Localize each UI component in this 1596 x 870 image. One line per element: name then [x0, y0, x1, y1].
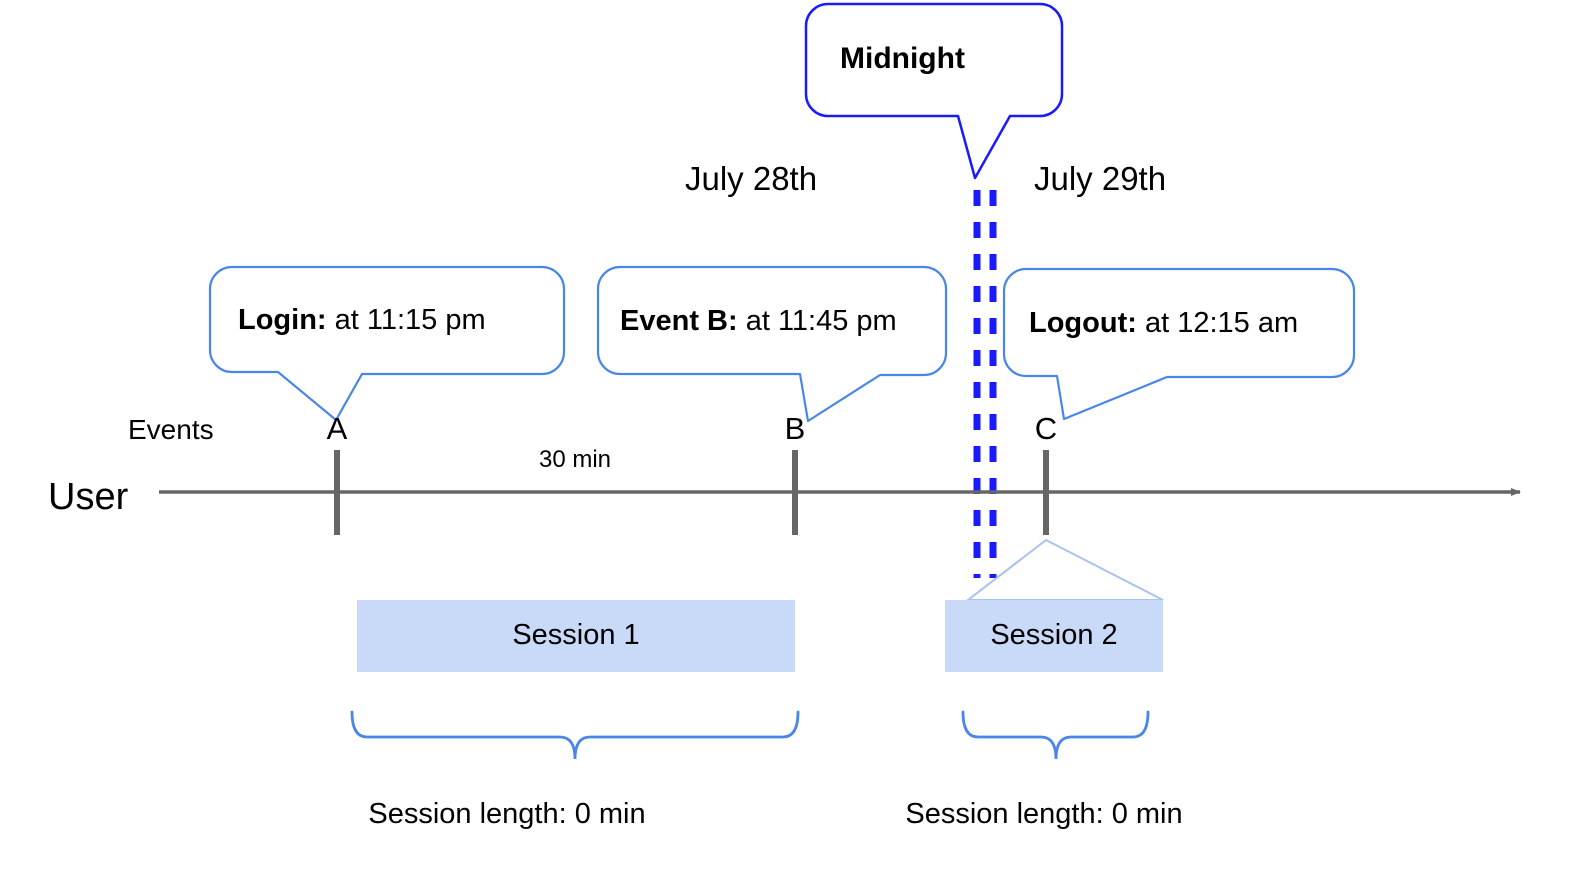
midnight-dashed-lines — [973, 190, 997, 578]
event-tick-marks — [334, 450, 1049, 535]
session2-brace — [961, 710, 1150, 760]
eventb-callout-detail: at 11:45 pm — [737, 305, 897, 337]
date-label-july-28: July 28th — [685, 160, 818, 197]
events-row-label: Events — [128, 414, 214, 445]
logout-callout-label: Logout: at 12:15 am — [1029, 309, 1298, 338]
session-2-length-label: Session length: 0 min — [905, 798, 1183, 830]
event-letter-c: C — [1034, 411, 1058, 446]
logout-callout-detail: at 12:15 am — [1136, 307, 1299, 339]
eventb-callout-bold: Event B: — [620, 305, 738, 337]
gap-duration-label: 30 min — [538, 446, 612, 473]
login-callout-bold: Login: — [238, 304, 327, 336]
eventb-callout-label: Event B: at 11:45 pm — [620, 307, 897, 336]
logout-callout-bold: Logout: — [1029, 307, 1137, 339]
login-callout-label: Login: at 11:15 pm — [238, 306, 486, 335]
login-callout-shape — [208, 265, 566, 422]
session-2-box — [945, 600, 1163, 672]
midnight-callout-shape — [804, 2, 1064, 180]
eventb-callout-shape — [596, 265, 948, 423]
session-2-label: Session 2 — [990, 619, 1118, 651]
session-1-box — [357, 600, 795, 672]
event-letter-b: B — [784, 411, 806, 446]
event-letter-a: A — [326, 411, 348, 446]
logout-callout-shape — [1002, 267, 1356, 421]
session2-connector — [965, 538, 1164, 601]
session-1-length-label: Session length: 0 min — [368, 798, 646, 830]
user-row-label: User — [48, 476, 129, 518]
session-1-label: Session 1 — [512, 619, 640, 651]
date-label-july-29: July 29th — [1034, 160, 1167, 197]
session1-brace — [350, 710, 800, 760]
midnight-label: Midnight — [840, 42, 965, 75]
login-callout-detail: at 11:15 pm — [326, 304, 486, 336]
